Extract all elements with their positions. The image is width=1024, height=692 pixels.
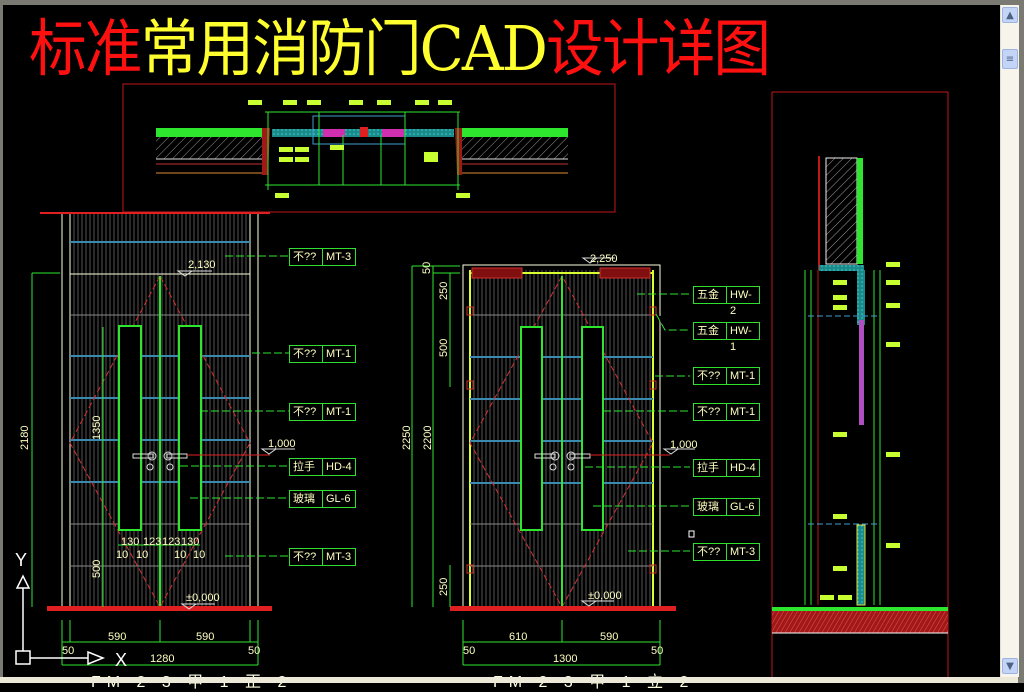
dim-gap-1: 10: [116, 549, 128, 561]
dim-hinge-top: 250: [438, 282, 450, 300]
level-top: 2,250: [590, 253, 618, 265]
dim-bottom-row-2: 123: [143, 536, 161, 548]
window-frame-left: [0, 0, 3, 683]
dim-gap-2: 10: [136, 549, 148, 561]
cad-drawing-canvas[interactable]: 标准常用消防门CAD设计详图: [3, 5, 1000, 691]
dim-gap-4: 10: [193, 549, 205, 561]
plan-section-frame: [122, 83, 616, 213]
dim-hinge-spacing: 500: [438, 339, 450, 357]
dim-right-leaf: 590: [196, 631, 214, 643]
callout-label: 不??MT-3: [289, 548, 356, 566]
callout-label: 不??MT-1: [693, 367, 760, 385]
level-floor: ±0,000: [186, 592, 220, 604]
level-handle: 1,000: [670, 439, 698, 451]
title-part-3: 设计详图: [546, 12, 771, 85]
window-frame-right: [1018, 0, 1024, 683]
dim-edge-right: 50: [651, 645, 663, 657]
middle-elevation-dims: 2,250 1,000 ±0,000 2250 2200 50 250 500 …: [401, 253, 698, 665]
scroll-thumb[interactable]: ≡: [1002, 49, 1018, 69]
plan-section-view: [122, 83, 616, 213]
left-elevation-dims: 2,130 1,000 ±0,000 2180 1350 500 130 123…: [19, 259, 296, 665]
callout-label: 不??MT-3: [289, 248, 356, 266]
dim-edge-left: 50: [62, 645, 74, 657]
scroll-down-button[interactable]: ▼: [1002, 658, 1018, 674]
dim-top-gap: 50: [421, 262, 433, 274]
callout-label: 不??MT-3: [693, 543, 760, 561]
dim-height-total: 2180: [19, 426, 31, 450]
dim-leaf-height: 2200: [422, 426, 434, 450]
dim-bottom: 500: [91, 560, 103, 578]
dim-bottom-row-1: 130: [121, 536, 139, 548]
vertical-section-view: [771, 91, 949, 683]
scroll-up-button[interactable]: ▲: [1002, 7, 1018, 23]
middle-door-elevation: [411, 257, 695, 666]
dim-bottom-row-3: 123: [162, 536, 180, 548]
dim-left-leaf: 590: [108, 631, 126, 643]
dim-right-leaf: 590: [600, 631, 618, 643]
window-frame-top: [0, 0, 1024, 5]
dim-overall-height: 2250: [401, 426, 413, 450]
ucs-y-label: Y: [15, 550, 27, 570]
level-handle: 1,000: [268, 438, 296, 450]
cursor-marker: [688, 530, 695, 538]
callout-label: 不??MT-1: [693, 403, 760, 421]
callout-label: 不??MT-1: [289, 345, 356, 363]
dim-left-leaf: 610: [509, 631, 527, 643]
grip-icon: ≡: [1005, 54, 1015, 65]
level-floor: ±0,000: [588, 590, 622, 602]
dim-overall: 1280: [150, 653, 174, 665]
left-door-elevation: [31, 214, 295, 666]
cad-drawing-svg: 2,130 1,000 ±0,000 2180 1350 500 130 123…: [15, 83, 949, 683]
ucs-x-label: X: [115, 650, 127, 670]
dim-gap-3: 10: [174, 549, 186, 561]
dim-overall: 1300: [553, 653, 577, 665]
level-top: 2,130: [188, 259, 216, 271]
dim-edge-right: 50: [248, 645, 260, 657]
chevron-down-icon: ▼: [1006, 661, 1014, 672]
dim-window-height: 1350: [91, 416, 103, 440]
drawing-title: 标准常用消防门CAD设计详图: [29, 11, 771, 87]
dim-hinge-bottom: 250: [438, 578, 450, 596]
horizontal-scrollbar[interactable]: [0, 677, 1018, 683]
chevron-up-icon: ▲: [1006, 10, 1014, 21]
callout-label: 不??MT-1: [289, 403, 356, 421]
title-part-1: 标准: [29, 12, 142, 85]
dim-bottom-row-4: 130: [181, 536, 199, 548]
title-part-2: 常用消防门CAD: [140, 12, 548, 85]
vertical-scrollbar[interactable]: ▲ ≡ ▼: [1000, 5, 1019, 677]
dim-edge-left: 50: [463, 645, 475, 657]
ucs-icon: [15, 574, 106, 666]
